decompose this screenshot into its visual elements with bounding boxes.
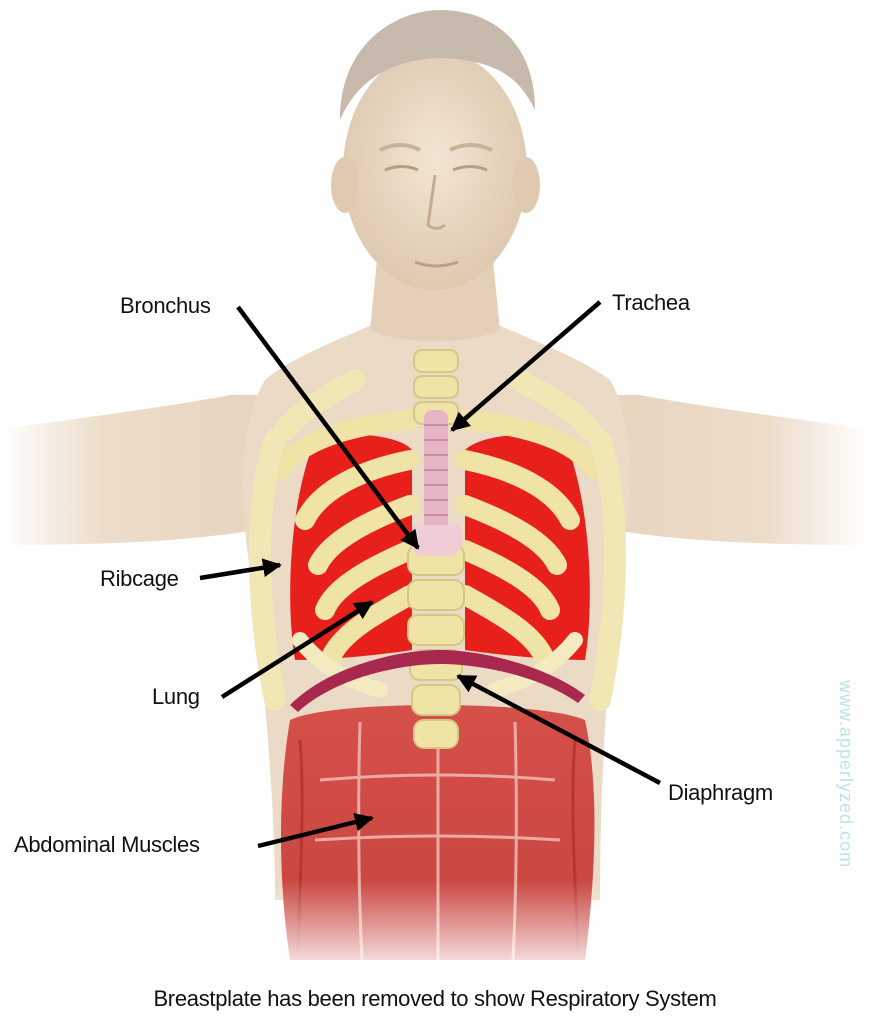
head — [343, 50, 527, 290]
label-bronchus: Bronchus — [120, 293, 211, 319]
caption: Breastplate has been removed to show Res… — [0, 986, 870, 1012]
right-ear — [512, 157, 540, 213]
bronchus — [411, 525, 463, 556]
left-ear — [331, 157, 359, 213]
label-diaphragm: Diaphragm — [668, 780, 773, 806]
label-ribcage: Ribcage — [100, 566, 179, 592]
label-lung: Lung — [152, 684, 200, 710]
trachea — [424, 410, 448, 545]
bottom-fade — [0, 880, 870, 980]
watermark: www.apperlyzed.com — [835, 680, 856, 868]
label-abdominal-muscles: Abdominal Muscles — [14, 832, 200, 858]
label-trachea: Trachea — [612, 290, 690, 316]
